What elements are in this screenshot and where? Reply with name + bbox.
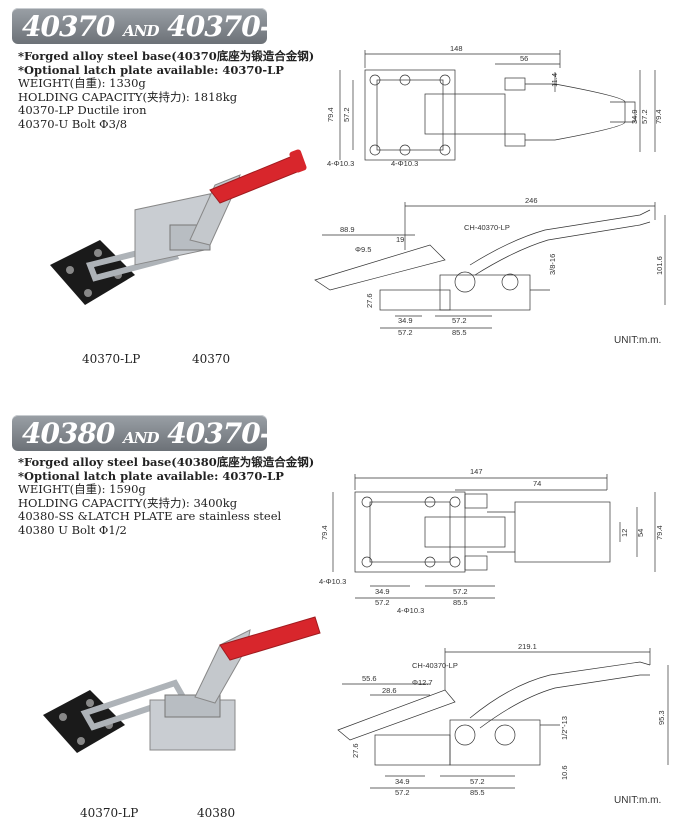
dim-text: 246 <box>525 196 538 205</box>
dim-text: 148 <box>450 44 463 53</box>
spec-list-2: *Forged alloy steel base(40380底座为锻造合金钢) … <box>18 455 315 537</box>
dim-text: Φ12.7 <box>412 678 433 687</box>
dim-text: 85.5 <box>452 328 467 337</box>
unit-label-1: UNIT:m.m. <box>614 335 662 346</box>
dim-text: 57.2 <box>342 107 351 122</box>
banner-title: 40380 AND 40370-LP <box>22 417 310 450</box>
dim-text: 11.4 <box>550 73 559 87</box>
banner-title: 40370 AND 40370-LP <box>22 10 310 43</box>
dim-text: 34.9 <box>398 316 413 325</box>
caption-right-2: 40380 <box>197 806 236 820</box>
dim-text: 10.6 <box>560 765 569 780</box>
dim-text: 219.1 <box>518 642 537 651</box>
caption-right-1: 40370 <box>192 352 231 366</box>
dim-text: 57.2 <box>453 587 468 596</box>
dim-text: 57.2 <box>470 777 485 786</box>
spec-line: WEIGHT(自重): 1330g <box>18 76 146 90</box>
dim-text: Φ9.5 <box>355 245 371 254</box>
model-label: CH-40370-LP <box>412 661 458 670</box>
dim-text: 101.6 <box>655 256 664 275</box>
dim-text: 57.2 <box>395 788 410 797</box>
spec-line: 40380 U Bolt Φ1/2 <box>18 522 127 537</box>
model-label: CH-40370-LP <box>464 223 510 232</box>
dim-text: 19 <box>396 235 404 244</box>
dim-text: 27.6 <box>351 743 360 758</box>
dim-text: 34.9 <box>375 587 390 596</box>
dim-text: 85.5 <box>470 788 485 797</box>
dim-text: 12 <box>620 529 629 537</box>
dim-text: 27.6 <box>365 293 374 308</box>
spec-line: 40370-LP Ductile iron <box>18 103 147 117</box>
dim-text: 28.6 <box>382 686 397 695</box>
spec-list-1: *Forged alloy steel base(40370底座为锻造合金钢) … <box>18 49 315 131</box>
spec-line: HOLDING CAPACITY(夹持力): 3400kg <box>18 495 238 510</box>
clamp-photo-1 <box>50 149 307 305</box>
dim-text: 57.2 <box>452 316 467 325</box>
dim-text: 74 <box>533 479 541 488</box>
spec-line: 40380-SS &LATCH PLATE are stainless stee… <box>18 509 282 523</box>
dim-text: 79.4 <box>655 525 664 540</box>
dim-text: 79.4 <box>654 109 663 124</box>
caption-left-2: 40370-LP <box>80 806 139 820</box>
dim-text: 34.9 <box>630 109 639 124</box>
dim-text: 79.4 <box>326 107 335 122</box>
caption-left-1: 40370-LP <box>82 352 141 366</box>
spec-line: HOLDING CAPACITY(夹持力): 1818kg <box>18 89 238 104</box>
side-view-drawing-2: 219.1 55.6 28.6 Φ12.7 CH-40370-LP 27.6 3… <box>337 642 669 797</box>
dim-text: 4-Φ10.3 <box>391 159 418 168</box>
spec-line: *Optional latch plate available: 40370-L… <box>18 62 284 77</box>
dim-text: 95.3 <box>657 710 666 725</box>
dim-text: 4-Φ10.3 <box>319 577 346 586</box>
top-view-drawing-1: 148 56 11.4 79.4 57.2 34.9 57.2 79.4 4-Φ… <box>326 44 663 168</box>
dim-text: 55.6 <box>362 674 377 683</box>
clamp-photo-2 <box>43 616 321 753</box>
dim-text: 79.4 <box>320 525 329 540</box>
dim-text: 85.5 <box>453 598 468 607</box>
unit-label-2: UNIT:m.m. <box>614 795 662 806</box>
spec-line: 40370-U Bolt Φ3/8 <box>18 116 128 131</box>
dim-text: 56 <box>520 54 528 63</box>
spec-line: WEIGHT(自重): 1590g <box>18 482 146 496</box>
side-view-drawing-1: 246 88.9 19 Φ9.5 CH-40370-LP 27.6 34.9 5… <box>314 196 666 337</box>
dim-text: 3/8-16 <box>548 254 557 275</box>
spec-line: *Optional latch plate available: 40370-L… <box>18 468 284 483</box>
dim-text: 54 <box>636 529 645 537</box>
top-view-drawing-2: 147 74 79.4 12 54 79.4 4-Φ10.3 34.9 57.2… <box>319 467 664 615</box>
dim-text: 57.2 <box>640 109 649 124</box>
dim-text: 4-Φ10.3 <box>327 159 354 168</box>
dim-text: 57.2 <box>375 598 390 607</box>
model-banner-2: 40380 AND 40370-LP <box>12 415 310 451</box>
dim-text: 4-Φ10.3 <box>397 606 424 615</box>
dim-text: 88.9 <box>340 225 355 234</box>
dim-text: 57.2 <box>398 328 413 337</box>
dim-text: 1/2"-13 <box>560 716 569 740</box>
model-banner-1: 40370 AND 40370-LP <box>12 8 310 44</box>
spec-line: *Forged alloy steel base(40370底座为锻造合金钢) <box>18 49 315 63</box>
dim-text: 34.9 <box>395 777 410 786</box>
spec-line: *Forged alloy steel base(40380底座为锻造合金钢) <box>18 455 315 469</box>
dim-text: 147 <box>470 467 483 476</box>
